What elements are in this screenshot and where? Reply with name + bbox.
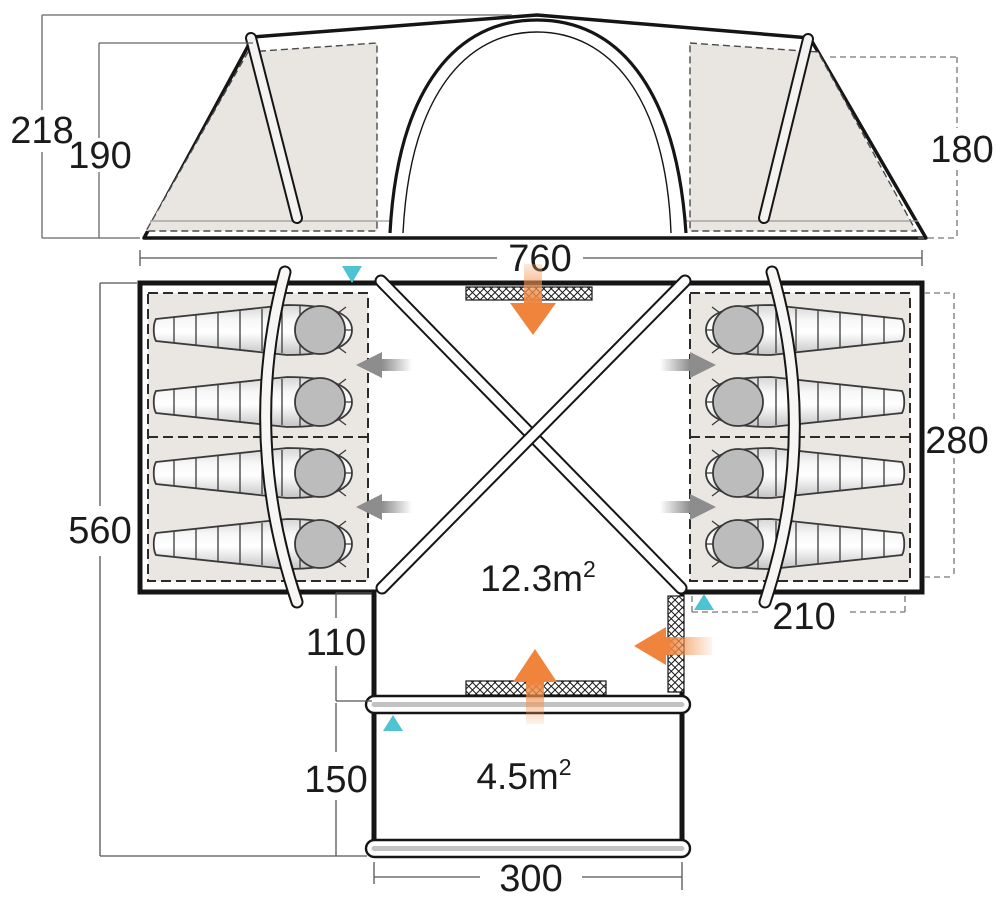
elevation-view: 218 190 180 760 <box>10 13 994 280</box>
porch-width-label: 300 <box>499 858 562 900</box>
crossing-pole-b <box>375 274 692 595</box>
canvas-panel-right <box>689 42 918 232</box>
bedroom-depth-label: 280 <box>925 420 988 462</box>
door-arrow-left-lower-icon <box>356 494 412 520</box>
dimension-height-side <box>830 56 958 239</box>
canvas-panel-left <box>144 42 378 232</box>
door-arrow-right-lower-icon <box>660 494 716 520</box>
porch-depth-label: 150 <box>304 759 367 801</box>
dimension-porch-width <box>373 862 683 890</box>
dimension-bedroom-width <box>691 596 906 613</box>
vent-marker-right-icon <box>694 594 714 610</box>
living-area-label: 12.3m2 <box>480 556 596 599</box>
height-inner-label: 190 <box>68 135 131 177</box>
porch-area-label: 4.5m2 <box>476 754 571 797</box>
dimension-height-inner <box>98 42 253 238</box>
depth-total-label: 560 <box>68 510 131 552</box>
floorplan-view: 560 280 210 110 150 <box>68 264 989 900</box>
pole-right <box>758 33 814 224</box>
height-total-label: 218 <box>10 110 73 152</box>
porch-pole-bottom <box>364 838 692 859</box>
center-arch-pole <box>388 18 688 234</box>
dimension-height-total <box>41 14 512 239</box>
dimension-mid-section <box>335 592 372 702</box>
dimension-width-total <box>139 250 923 266</box>
dimension-bedroom-depth <box>924 292 955 578</box>
bedroom-pole-right <box>758 265 801 609</box>
bedroom-width-label: 210 <box>772 596 835 638</box>
bedroom-pole-left <box>259 265 304 609</box>
pole-left <box>245 32 303 224</box>
vent-marker-porch-icon <box>383 715 403 731</box>
height-side-label: 180 <box>930 129 993 171</box>
door-arrow-right-upper-icon <box>660 352 716 378</box>
bedroom-left <box>147 292 369 582</box>
door-arrow-left-upper-icon <box>356 352 412 378</box>
entrance-arrow-mid-icon <box>513 649 557 724</box>
entrance-arrow-side-icon <box>634 627 712 665</box>
vent-marker-top-icon <box>342 266 362 283</box>
entrance-arrow-top-icon <box>510 264 556 335</box>
dimension-depth-total <box>99 282 367 857</box>
mid-section-label: 110 <box>306 622 367 664</box>
